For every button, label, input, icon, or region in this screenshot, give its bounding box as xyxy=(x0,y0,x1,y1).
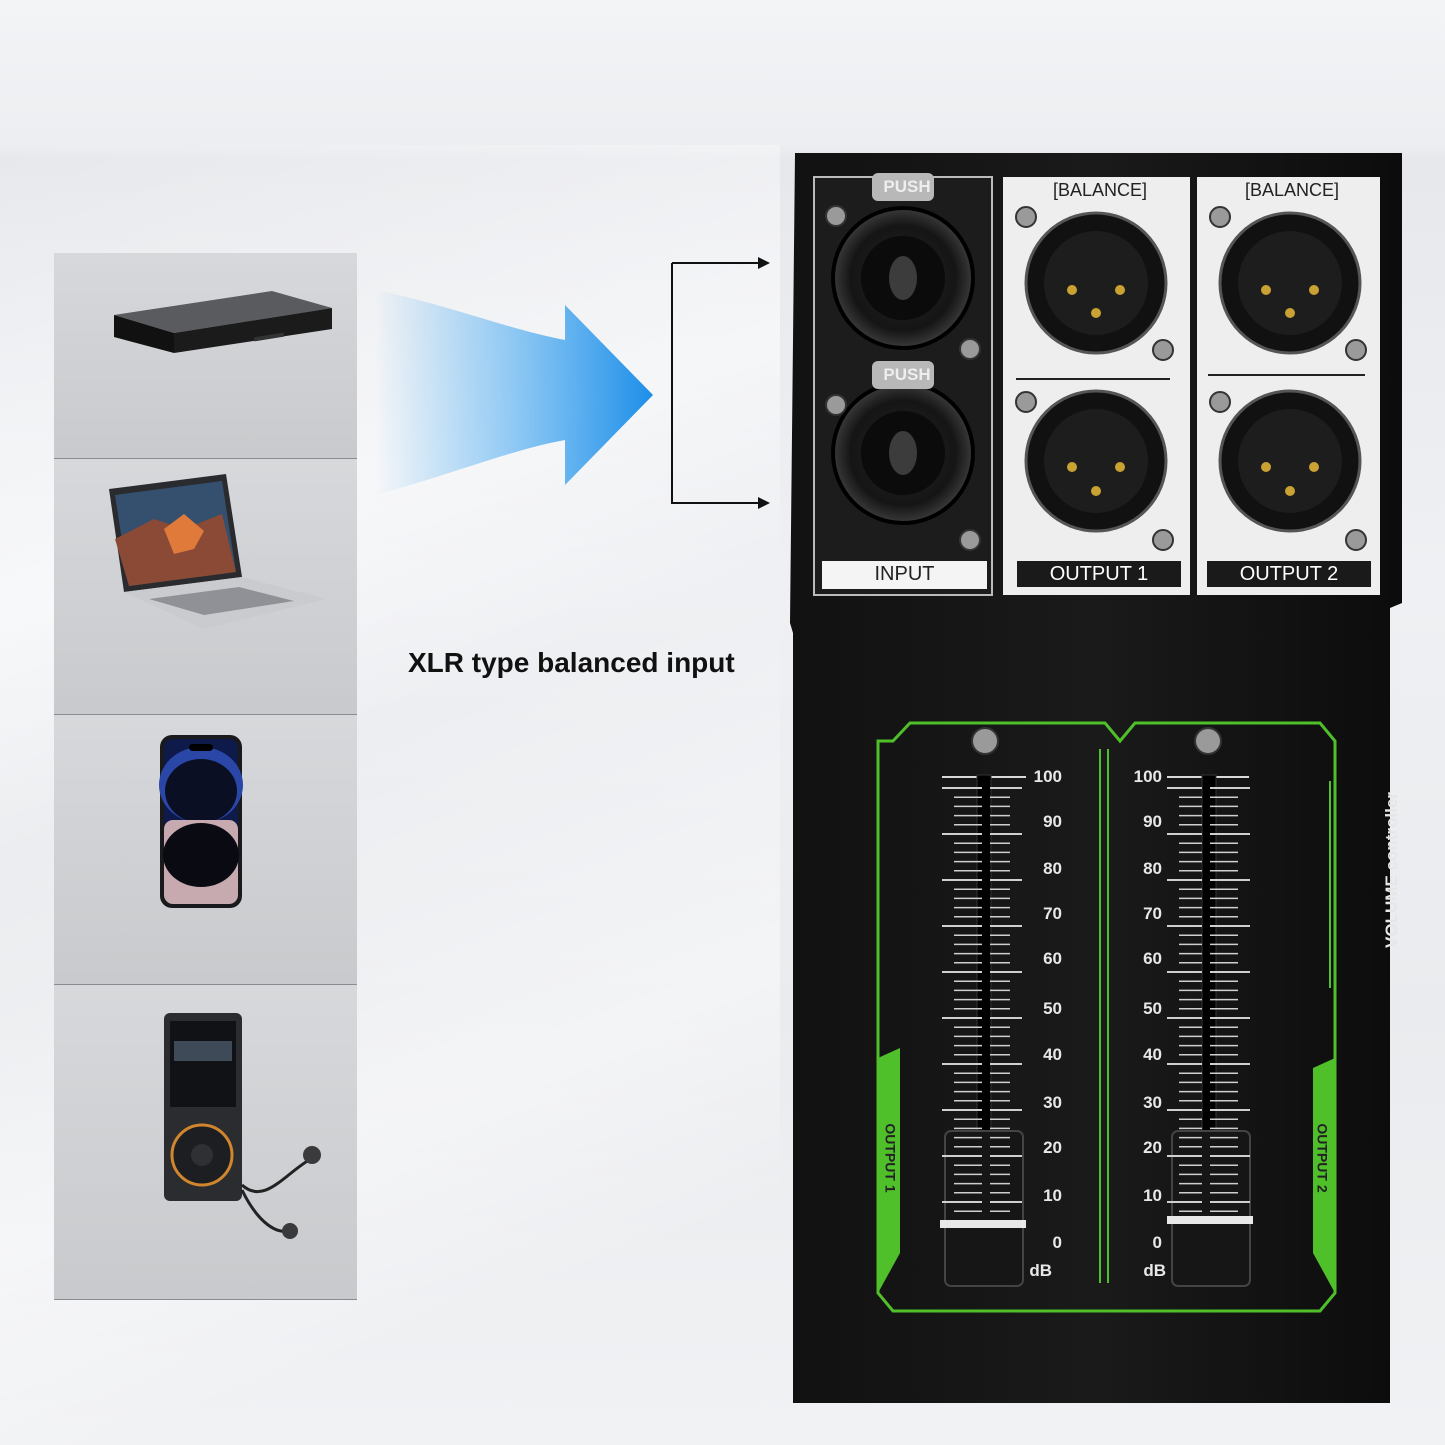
device-laptop xyxy=(54,459,357,715)
fader1-scale-value: 80 xyxy=(1043,859,1062,878)
audio-splitter-device xyxy=(790,153,1402,1403)
fader1-scale-value: 30 xyxy=(1043,1093,1062,1112)
push-label-2: PUSH xyxy=(883,365,931,384)
fader1-scale-value: 40 xyxy=(1043,1045,1062,1064)
device-mp3-player xyxy=(54,985,357,1300)
source-device-list xyxy=(54,253,357,1300)
fader2-unit: dB xyxy=(1143,1261,1166,1280)
fader2-scale-value: 40 xyxy=(1143,1045,1162,1064)
fader1-scale-value: 60 xyxy=(1043,949,1062,968)
fader2-scale-value: 50 xyxy=(1143,999,1162,1018)
fader2-scale-value: 80 xyxy=(1143,859,1162,878)
fader1-scale-value: 10 xyxy=(1043,1186,1062,1205)
fader2-scale-value: 0 xyxy=(1152,1233,1162,1252)
fader1-scale-value: 20 xyxy=(1043,1138,1062,1157)
fader2-scale-value: 100 xyxy=(1133,767,1162,786)
volume-controller-label: VOLUME controller xyxy=(1382,792,1401,948)
fader1-unit: dB xyxy=(1029,1261,1052,1280)
side-label-output1: OUTPUT 1 xyxy=(882,1123,899,1193)
signal-flow-arrow xyxy=(375,257,770,509)
blu-ray-player-icon xyxy=(114,291,332,353)
laptop-icon xyxy=(109,474,326,629)
caption-text: XLR type balanced input xyxy=(408,647,735,678)
fader2-scale-value: 10 xyxy=(1143,1186,1162,1205)
fader1-scale-value: 70 xyxy=(1043,904,1062,923)
balance-label-output1: [BALANCE] xyxy=(1052,180,1148,200)
fader2-scale-value: 20 xyxy=(1143,1138,1162,1157)
device-blu-ray-player xyxy=(54,253,357,459)
fader1-scale-value: 0 xyxy=(1052,1233,1062,1252)
smartphone-icon xyxy=(159,735,243,908)
fader2-scale-value: 70 xyxy=(1143,904,1162,923)
device-smartphone xyxy=(54,715,357,985)
balance-label-output2: [BALANCE] xyxy=(1244,180,1340,200)
fader-scale-ticks xyxy=(942,787,1250,1212)
push-label-1: PUSH xyxy=(883,177,931,196)
fader1-scale-value: 100 xyxy=(1033,767,1062,786)
input-label: INPUT xyxy=(874,563,935,585)
fader1-scale-value: 50 xyxy=(1043,999,1062,1018)
output2-label: OUTPUT 2 xyxy=(1239,563,1339,585)
mp3-player-icon xyxy=(164,1013,321,1239)
output1-label: OUTPUT 1 xyxy=(1049,563,1149,585)
side-label-output2: OUTPUT 2 xyxy=(1314,1123,1331,1193)
fader2-scale-value: 90 xyxy=(1143,812,1162,831)
fader1-scale-value: 90 xyxy=(1043,812,1062,831)
fader2-scale-value: 60 xyxy=(1143,949,1162,968)
fader2-scale-value: 30 xyxy=(1143,1093,1162,1112)
